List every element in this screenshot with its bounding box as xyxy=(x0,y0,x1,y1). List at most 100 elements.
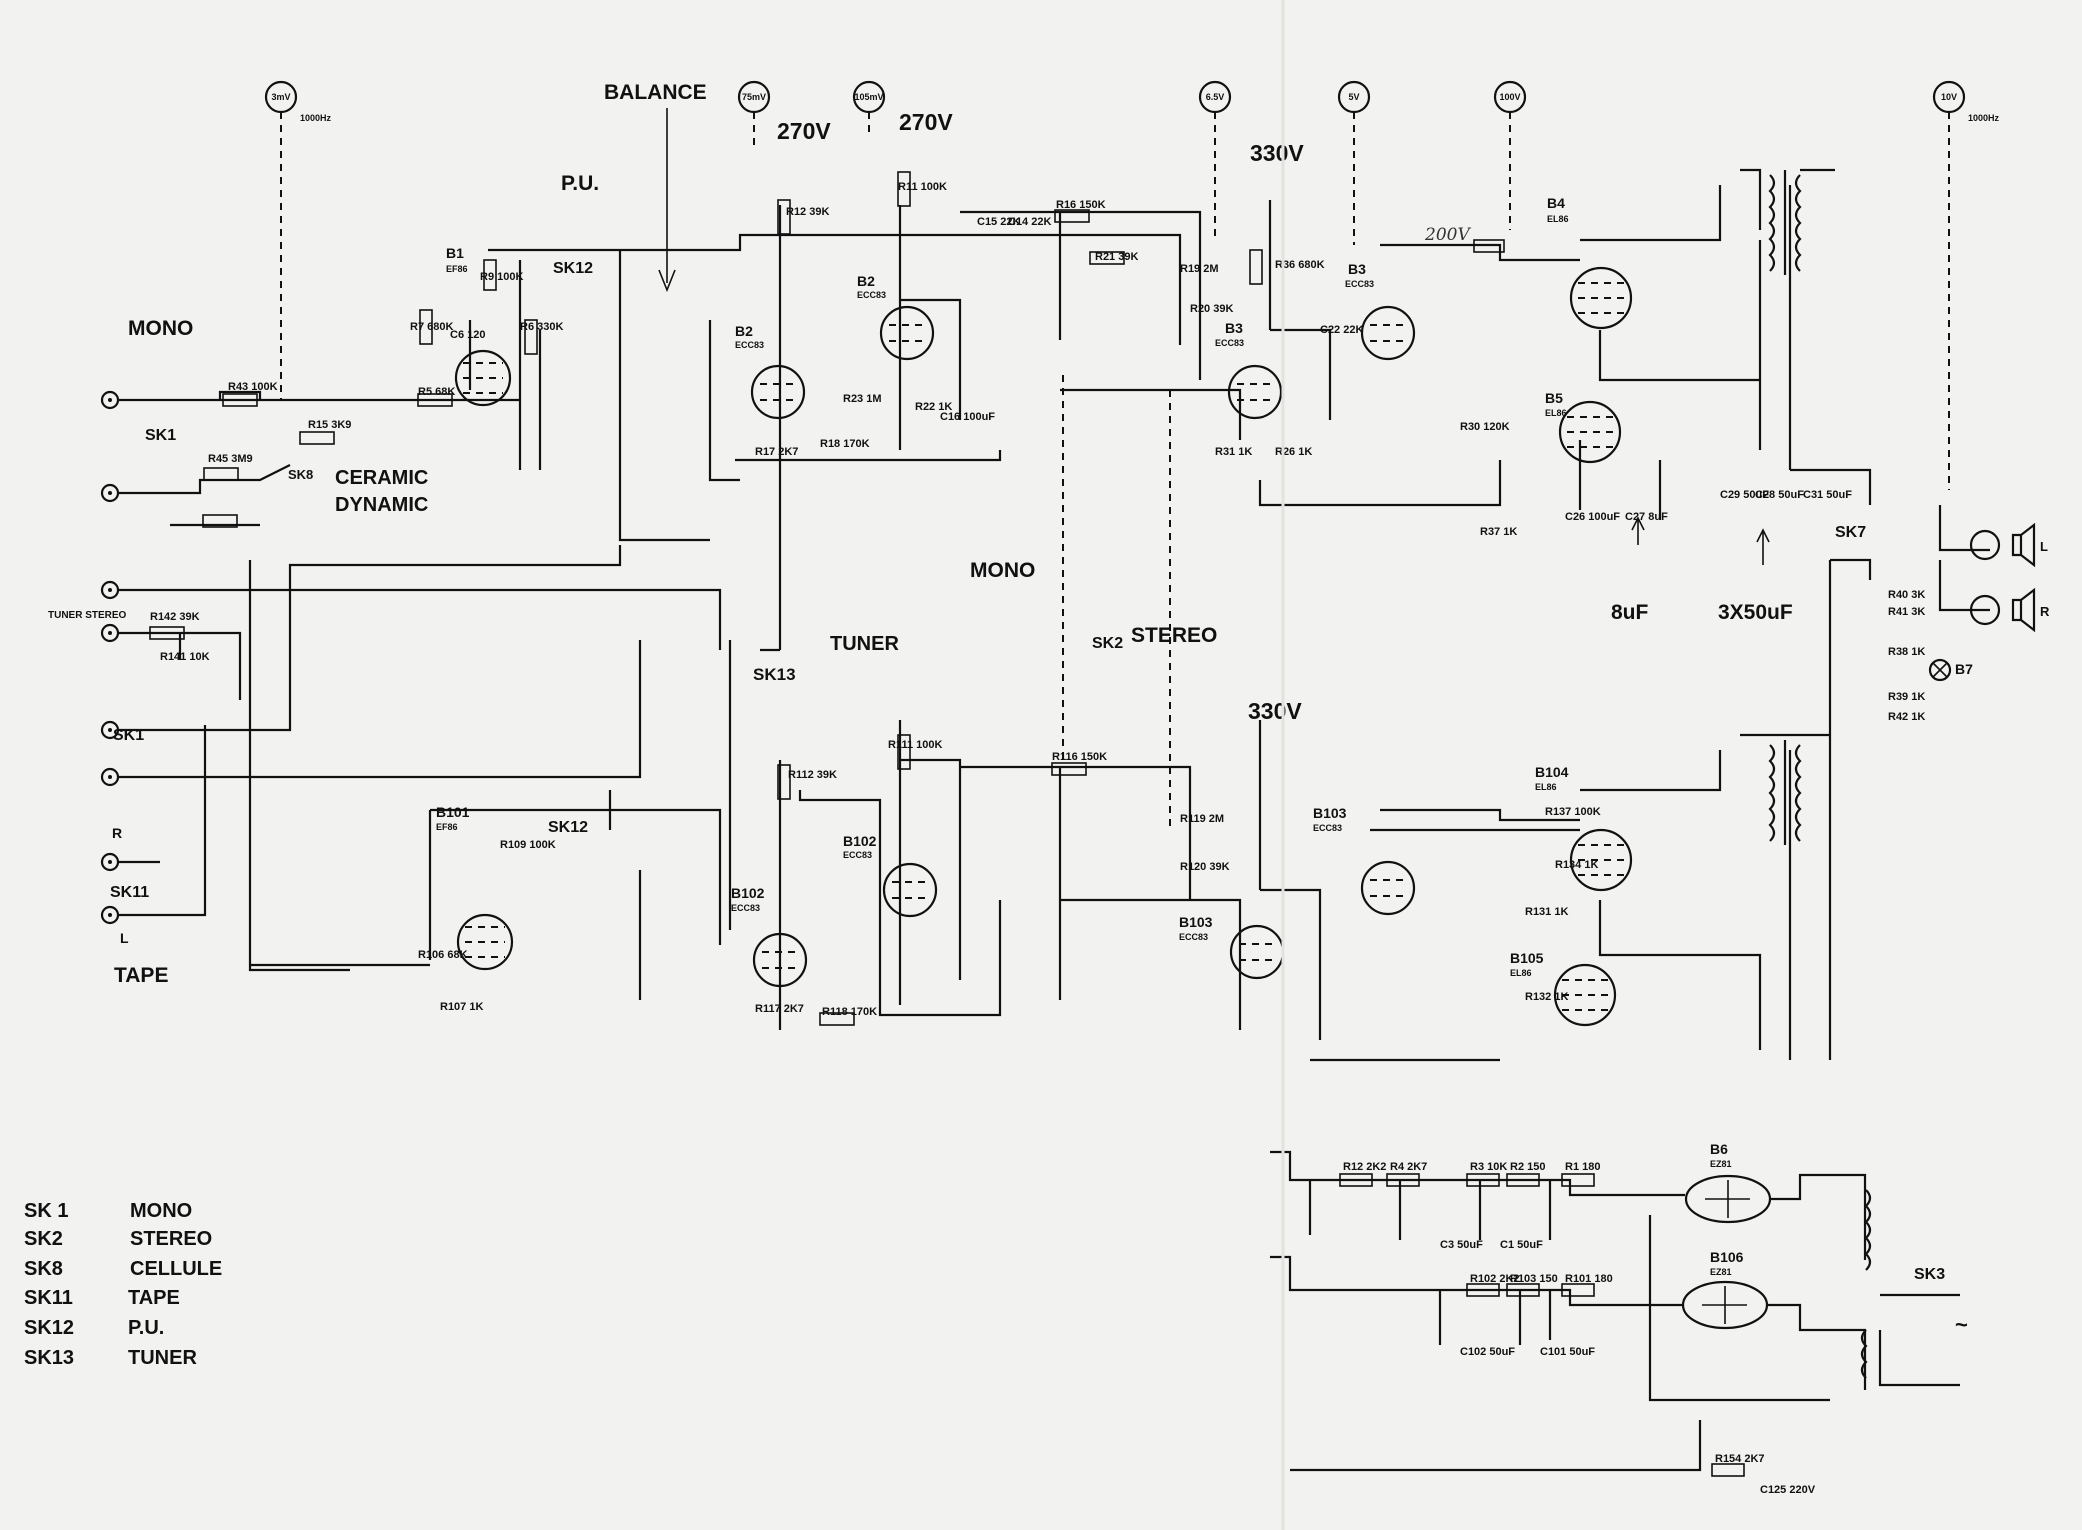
schematic-label: EL86 xyxy=(1510,968,1532,978)
schematic-label: EF86 xyxy=(436,822,458,832)
balance-label: BALANCE xyxy=(604,81,707,104)
tube-b103-right: B103 ECC83 xyxy=(1313,805,1416,916)
probe-105mv: 105mV xyxy=(852,80,886,135)
sk1-label: SK1 xyxy=(145,427,176,444)
schematic-label: R9 100K xyxy=(480,271,523,283)
voltage-270v-a: 270V xyxy=(777,118,831,144)
legend-value-cellule: CELLULE xyxy=(130,1258,222,1280)
probe-75mv: 75mV xyxy=(737,80,771,145)
schematic-label: 100V xyxy=(1499,92,1520,102)
tube-b104: B104 EL86 xyxy=(1535,764,1633,892)
schematic-label: ECC83 xyxy=(843,850,872,860)
schematic-label: R39 1K xyxy=(1888,691,1925,703)
sk13-label: SK13 xyxy=(753,665,796,684)
probe-10v: 10V 1000Hz xyxy=(1932,80,2000,490)
tube-b102-left: B102 ECC83 xyxy=(731,885,808,988)
tape-label: TAPE xyxy=(114,964,168,987)
schematic-label: B4 xyxy=(1547,195,1565,211)
sk3-label: SK3 xyxy=(1914,1266,1945,1283)
legend-key-sk13: SK13 xyxy=(24,1347,74,1369)
schematic-label: B5 xyxy=(1545,390,1563,406)
schematic-label: EL86 xyxy=(1545,408,1567,418)
schematic-label: 10V xyxy=(1941,92,1957,102)
tube-b4: B4 EL86 xyxy=(1547,195,1633,330)
schematic-label: R40 3K xyxy=(1888,589,1925,601)
schematic-label: C1 50uF xyxy=(1500,1239,1543,1251)
schematic-label: R17 2K7 xyxy=(755,446,798,458)
svg-text:R: R xyxy=(2040,604,2050,619)
sk1-bottom-label: SK1 xyxy=(113,727,144,744)
voltage-330v-b: 330V xyxy=(1248,698,1302,724)
legend-value-tape: TAPE xyxy=(128,1287,180,1309)
schematic-label: R36 680K xyxy=(1275,259,1325,271)
schematic-label: ECC83 xyxy=(857,290,886,300)
schematic-label: C3 50uF xyxy=(1440,1239,1483,1251)
tube-b3-right: B3 ECC83 xyxy=(1345,261,1416,361)
arrow-3x50uf xyxy=(1756,528,1770,565)
tuner-stereo-label: TUNER STEREO xyxy=(48,610,127,621)
schematic-label: C14 22K xyxy=(1008,216,1051,228)
schematic-label: R16 150K xyxy=(1056,199,1106,211)
schematic-label: B102 xyxy=(843,833,877,849)
schematic-label: C22 22K xyxy=(1320,324,1363,336)
legend-key-sk11: SK11 xyxy=(24,1287,73,1309)
tube-b3-left: B3 ECC83 xyxy=(1215,320,1283,420)
schematic-label: R45 3M9 xyxy=(208,453,253,465)
sk8-label: SK8 xyxy=(288,467,313,482)
schematic-label: EL86 xyxy=(1547,214,1569,224)
voltage-200v-handwritten: 200V xyxy=(1424,225,1471,245)
tuner-label: TUNER xyxy=(830,633,899,655)
tube-b103-left: B103 ECC83 xyxy=(1179,914,1285,980)
schematic-label: R20 39K xyxy=(1190,303,1233,315)
probe-6-5v: 6.5V xyxy=(1198,80,1232,240)
schematic-label: EF86 xyxy=(446,264,468,274)
tube-b105: B105 EL86 xyxy=(1510,950,1617,1027)
voltage-270v-b: 270V xyxy=(899,109,953,135)
schematic-label: R11 100K xyxy=(898,181,947,193)
schematic-label: R102 2K2 xyxy=(1470,1273,1520,1285)
schematic-label: R19 2M xyxy=(1180,263,1219,275)
power-supply-wiring: ~ xyxy=(1270,1150,1968,1472)
tube-b1: B1 EF86 xyxy=(446,245,512,407)
schematic-label: EZ81 xyxy=(1710,1267,1732,1277)
tube-b5: B5 EL86 xyxy=(1545,390,1622,464)
legend-key-sk2: SK2 xyxy=(24,1228,63,1250)
tape-l-channel: L xyxy=(120,930,129,946)
stereo-switch-label: STEREO xyxy=(1131,624,1217,647)
schematic-label: R15 3K9 xyxy=(308,419,351,431)
schematic-label: ECC83 xyxy=(735,340,764,350)
probe-3mv: 3mV 1000Hz xyxy=(264,80,332,400)
schematic-label: ECC83 xyxy=(1179,932,1208,942)
schematic-label: R21 39K xyxy=(1095,251,1138,263)
schematic-label: R6 330K xyxy=(520,321,563,333)
cap-8uf-note: 8uF xyxy=(1611,601,1649,624)
schematic-label: R109 100K xyxy=(500,839,556,851)
schematic-label: C102 50uF xyxy=(1460,1346,1515,1358)
schematic-label: R119 2M xyxy=(1180,813,1224,825)
schematic-label: C28 50uF xyxy=(1755,489,1804,501)
schematic-label: C101 50uF xyxy=(1540,1346,1595,1358)
schematic-label: R141 10K xyxy=(160,651,210,663)
schematic-label: C16 100uF xyxy=(940,411,995,423)
schematic-label: R154 2K7 xyxy=(1715,1453,1765,1465)
schematic-label: ECC83 xyxy=(1215,338,1244,348)
dynamic-label: DYNAMIC xyxy=(335,494,428,516)
schematic-label: R4 2K7 xyxy=(1390,1161,1427,1173)
schematic-label: R41 3K xyxy=(1888,606,1925,618)
voltage-330v-a: 330V xyxy=(1250,140,1304,166)
schematic-label: C125 220V xyxy=(1760,1484,1816,1496)
schematic-label: C27 8uF xyxy=(1625,511,1668,523)
schematic-label: B3 xyxy=(1225,320,1243,336)
tube-b2-right: B2 ECC83 xyxy=(857,273,935,361)
schematic-label: 75mV xyxy=(742,92,766,102)
tube-b102-right: B102 ECC83 xyxy=(843,833,938,918)
schematic-label: 3mV xyxy=(271,92,290,102)
schematic-label: R18 170K xyxy=(820,438,870,450)
top-channel-wiring xyxy=(118,168,1990,1060)
schematic-label: R116 150K xyxy=(1052,751,1107,763)
schematic-label: B106 xyxy=(1710,1249,1744,1265)
input-jack-mono-r xyxy=(100,483,120,503)
legend-value-tuner: TUNER xyxy=(128,1347,197,1369)
schematic-label: R23 1M xyxy=(843,393,882,405)
